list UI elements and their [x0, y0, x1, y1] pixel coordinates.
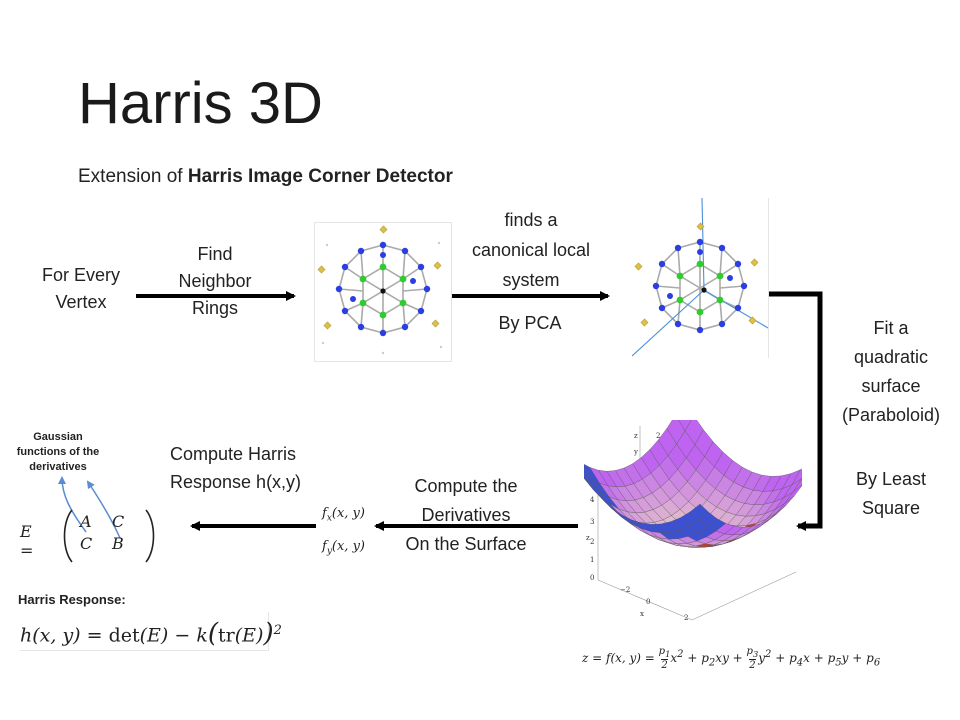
mesh-graph-1 [317, 225, 443, 355]
label-line: Fit a [873, 318, 909, 338]
tick-left-4: 4 [590, 496, 595, 504]
label-compute-derivatives: Compute the Derivatives On the Surface [388, 472, 544, 559]
label-line: derivatives [29, 461, 87, 473]
tick-left-3: 3 [590, 518, 594, 526]
label-line: (Paraboloid) [841, 405, 941, 425]
label-line: Neighbor [178, 271, 252, 291]
tick-z-label: z [586, 534, 590, 542]
label-line: Compute the [414, 476, 518, 496]
label-line: Square [861, 498, 921, 518]
label-line: For Every [41, 265, 120, 285]
label-line: By Least [855, 469, 927, 489]
mesh-local-system-image [631, 197, 769, 358]
label-line: functions of the [16, 446, 100, 458]
slide-title: Harris 3D [78, 71, 323, 136]
matrix-brackets [63, 509, 155, 563]
label-find-neighbor-rings: Find Neighbor Rings [160, 241, 270, 322]
harris-equation: h(x, y) = det(E) − k(tr(E))2 [20, 612, 282, 651]
label-by-least-square: By Least Square [836, 465, 946, 523]
subtitle-prefix: Extension of [78, 166, 188, 187]
mesh-graph-2 [631, 197, 769, 357]
slide-subtitle: Extension of Harris Image Corner Detecto… [78, 166, 453, 188]
label-line: canonical local [471, 240, 591, 260]
label-line: Compute Harris [170, 444, 297, 464]
label-for-every-vertex: For Every Vertex [30, 262, 132, 316]
tick-x-neg2: −2 [620, 586, 630, 594]
surface-patch [690, 503, 709, 521]
label-line: Vertex [55, 292, 107, 312]
tick-z-2: 2 [656, 432, 660, 440]
gaussian-arrow-b [86, 480, 121, 539]
tick-x-2: 2 [684, 614, 688, 622]
tick-y-label: y [633, 448, 638, 456]
paraboloid-plot: z 2 y 0 −2 4 3 2 1 0 −2 0 2 x z [563, 399, 821, 628]
tick-left-0: 0 [590, 574, 594, 582]
label-line: Find [197, 244, 233, 264]
matrix-cell-c2: C [80, 534, 93, 553]
label-line: On the Surface [405, 534, 527, 554]
paraboloid-svg: z 2 y 0 −2 4 3 2 1 0 −2 0 2 x z [563, 399, 821, 622]
tick-left-2: 2 [590, 538, 594, 546]
bracket-to-paraboloid [768, 291, 823, 529]
label-line: finds a [504, 210, 558, 230]
label-line: quadratic [853, 347, 929, 367]
gaussian-arrow-a [58, 476, 87, 533]
matrix-cell-c1: C [112, 512, 125, 531]
fy-formula: fy(x, y) [322, 538, 365, 557]
label-line: Rings [191, 298, 239, 318]
label-by-pca: By PCA [498, 313, 562, 333]
label-harris-response: Harris Response: [18, 592, 126, 607]
label-compute-harris: Compute Harris Response h(x,y) [170, 440, 336, 496]
tick-x-0: 0 [646, 598, 650, 606]
subtitle-bold: Harris Image Corner Detector [187, 166, 453, 187]
tick-left-1: 1 [590, 556, 594, 564]
label-finds-canonical: finds a canonical local system [452, 205, 610, 295]
label-fit-quadratic: Fit a quadratic surface (Paraboloid) [826, 314, 956, 430]
label-line: Gaussian [33, 431, 83, 443]
fx-formula: fx(x, y) [322, 506, 365, 524]
matrix-e-label: E = [20, 522, 34, 560]
paraboloid-surface [563, 399, 821, 548]
tick-x-label: x [640, 610, 644, 618]
label-line: Response h(x,y) [170, 472, 302, 492]
mesh-neighbor-rings-image [314, 222, 452, 362]
label-line: surface [861, 376, 921, 396]
tick-z-top: z [634, 432, 638, 440]
label-gaussian-functions: Gaussian functions of the derivatives [6, 430, 110, 475]
label-line: Derivatives [421, 505, 511, 525]
derivative-formulas: fx(x, y) fy(x, y) [322, 500, 365, 565]
matrix-cell-a: A [80, 512, 92, 531]
matrix-cell-b: B [112, 534, 124, 553]
label-line: system [502, 270, 560, 290]
